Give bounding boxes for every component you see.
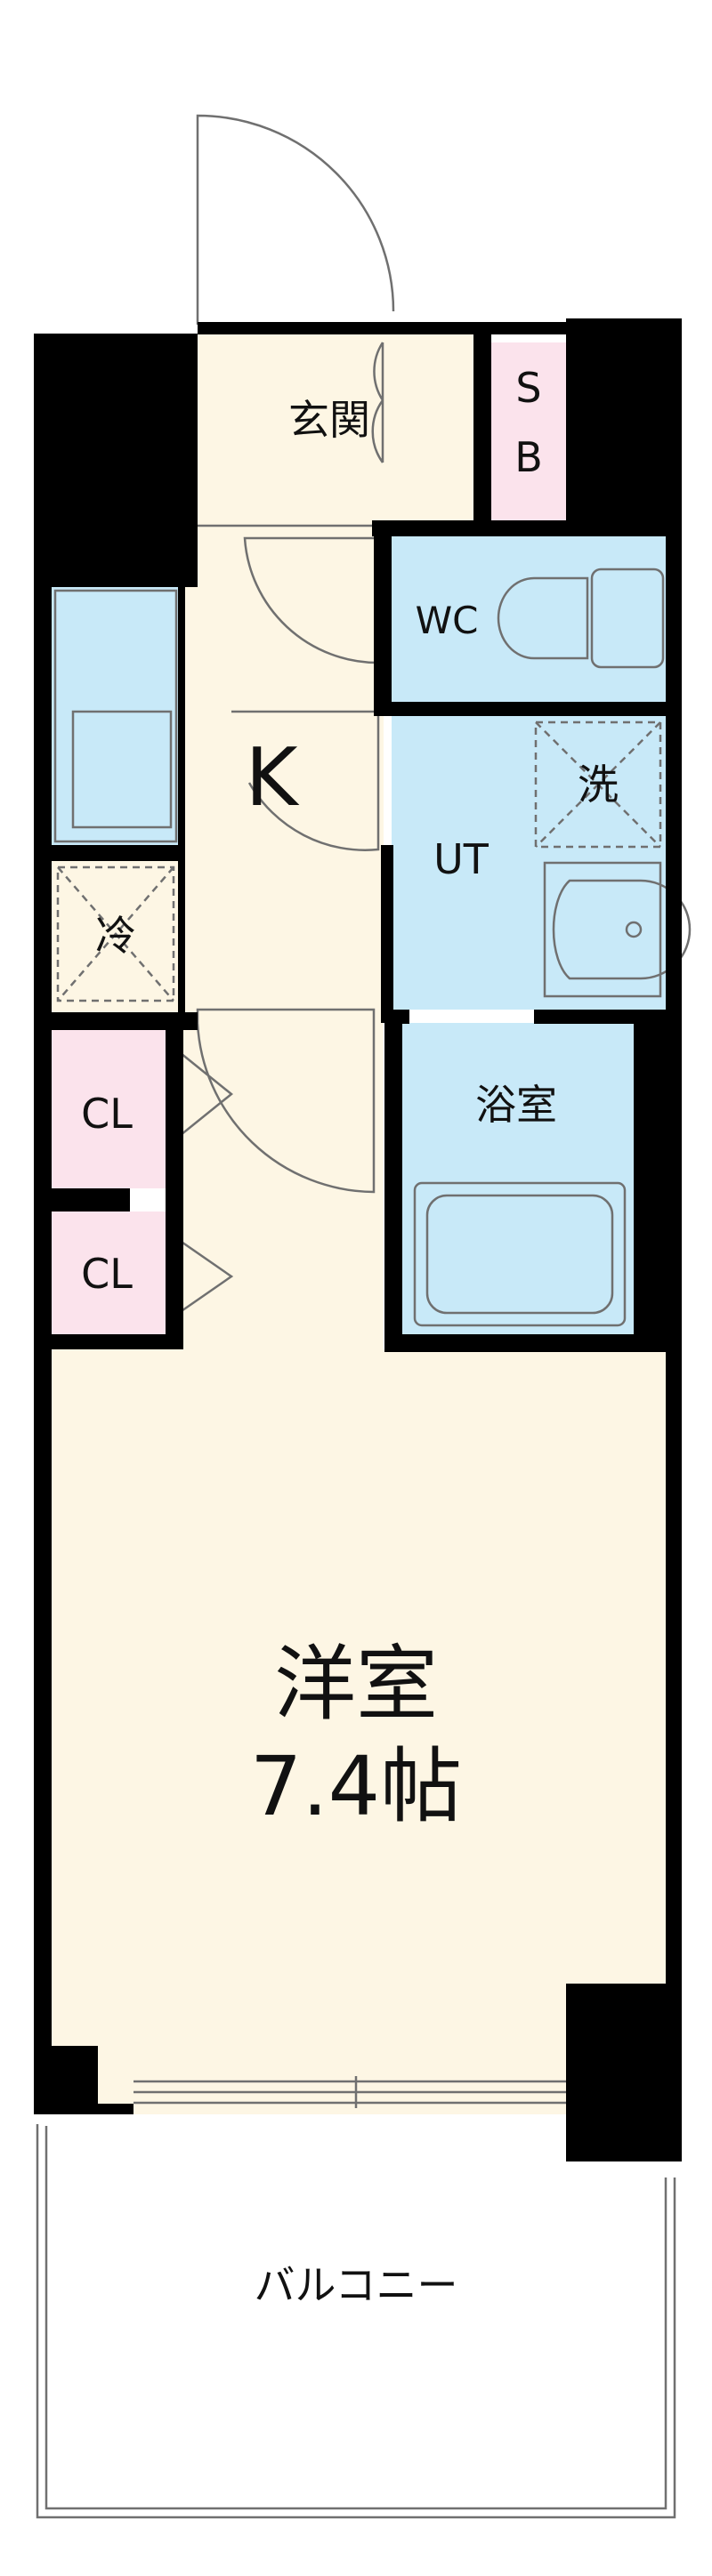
wall-corner-bottom-left: [34, 2046, 98, 2110]
wall-top-right-block: [566, 318, 682, 532]
wall-utility-bottom-right: [534, 1010, 666, 1024]
wall-utility-left: [381, 845, 393, 1023]
shoe-box-b-label: B: [514, 433, 543, 481]
floors: [52, 334, 666, 2114]
wall-counter-bottom: [52, 845, 185, 861]
western-room-floor-lower: [52, 2079, 568, 2114]
hall-floor: [182, 1020, 384, 1349]
western-room-label: 洋室: [274, 1637, 438, 1732]
balcony-label: バルコニー: [254, 2261, 457, 2309]
wall-corner-bottom-right: [566, 1984, 682, 2161]
fixtures: [36, 114, 692, 2519]
labels: 玄関 S B WC K 洗 UT 冷 浴室 CL CL 洋室 7.4帖 バルコニ…: [81, 364, 619, 2309]
entrance-label: 玄関: [288, 396, 370, 444]
kitchen-sink: [71, 710, 173, 829]
toilet-label: WC: [416, 599, 479, 642]
wall-closet-divider: [52, 1188, 130, 1212]
wall-top-left-block: [34, 334, 198, 587]
western-room-floor: [52, 1349, 666, 2079]
wall-bath-right: [634, 1010, 666, 1352]
wall-toilet-bottom: [374, 702, 666, 716]
fridge-label: 冷: [95, 912, 136, 960]
wall-closet-bottom: [34, 1334, 183, 1349]
utility-door-swing: [231, 710, 380, 851]
wall-bath-bottom: [384, 1334, 666, 1352]
bath-label: 浴室: [475, 1081, 557, 1129]
wall-bath-left: [384, 1010, 402, 1352]
closet-1-label: CL: [81, 1090, 133, 1138]
wall-left-outer: [34, 334, 52, 2104]
washbasin-drain: [625, 921, 643, 938]
walls: [34, 318, 682, 2161]
wall-fridge-bottom: [34, 1012, 198, 1030]
washer-label: 洗: [578, 761, 619, 809]
bathtub-inner: [425, 1194, 614, 1315]
toilet-floor: [392, 536, 666, 702]
counter-floor: [52, 587, 180, 845]
toilet-tank: [590, 568, 665, 669]
kitchen-floor: [182, 526, 384, 1020]
wall-toilet-top: [372, 520, 666, 536]
wall-entrance-right: [473, 334, 491, 520]
washer-diag-2: [535, 721, 661, 848]
room-door-swing: [196, 1008, 376, 1194]
wall-fridge-right: [178, 587, 185, 1023]
entrance-floor: [198, 334, 491, 526]
closet-1-folding-door: [175, 1049, 233, 1139]
washer-box: [534, 720, 662, 849]
wall-right-outer: [666, 318, 682, 2053]
kitchen-label: K: [245, 731, 299, 825]
closet-2-folding-door: [175, 1236, 234, 1316]
wall-room-bottom: [34, 2104, 134, 2114]
closet-2-floor: [52, 1212, 166, 1334]
closet-2-label: CL: [81, 1250, 133, 1298]
bathtub-outer: [413, 1181, 627, 1327]
fridge-floor: [52, 861, 180, 1012]
wall-entrance-top: [198, 322, 571, 334]
washbasin-counter: [543, 861, 662, 998]
cabinet-door-swing: [371, 342, 384, 463]
balcony-outline-inner: [44, 2126, 668, 2510]
bath-floor: [402, 1023, 634, 1334]
western-room-size: 7.4帖: [250, 1739, 462, 1834]
wall-closet-right: [166, 1023, 183, 1348]
balcony-outline: [36, 2124, 676, 2519]
utility-label: UT: [433, 835, 490, 883]
closet-1-floor: [52, 1030, 166, 1188]
toilet-door-swing: [243, 536, 383, 664]
kitchen-counter: [53, 589, 178, 843]
wall-wet-left: [374, 520, 392, 712]
fridge-diag-2: [57, 866, 174, 1002]
toilet-bowl: [497, 576, 589, 660]
entrance-door-swing: [196, 114, 395, 325]
shoe-box-s-label: S: [515, 364, 541, 412]
shoe-box-floor: [491, 342, 566, 520]
